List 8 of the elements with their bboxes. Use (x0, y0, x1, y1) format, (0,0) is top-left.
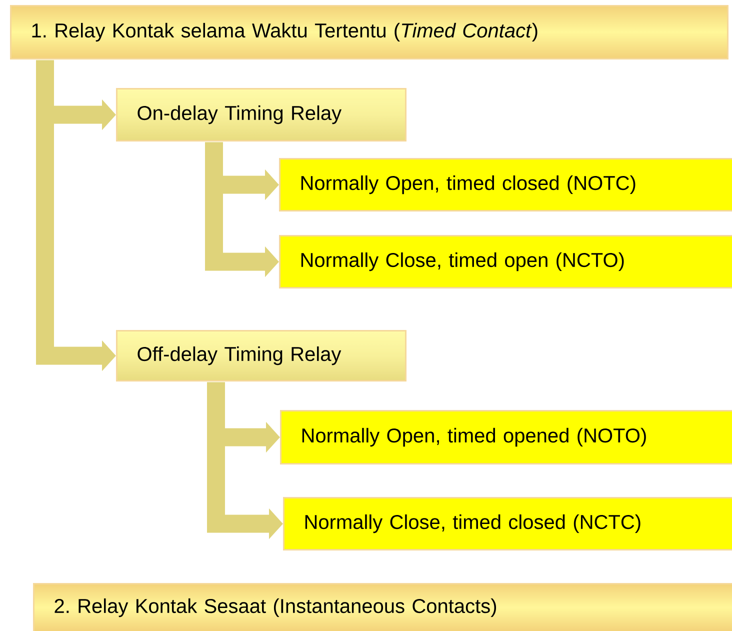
contact-box: Normally Close, timed open (NCTO) (279, 235, 732, 288)
relay-box: On-delay Timing Relay (116, 88, 406, 142)
contact-box: Normally Open, timed closed (NOTC) (279, 158, 732, 212)
header-box: 2. Relay Kontak Sesaat (Instantaneous Contacts) (33, 583, 732, 631)
contact-box: Normally Close, timed closed (NCTC) (283, 497, 732, 550)
relay-box: Off-delay Timing Relay (116, 330, 406, 382)
header-box: 1. Relay Kontak selama Waktu Tertentu (Timed Contact) (10, 5, 728, 60)
contact-box: Normally Open, timed opened (NOTO) (280, 410, 732, 464)
